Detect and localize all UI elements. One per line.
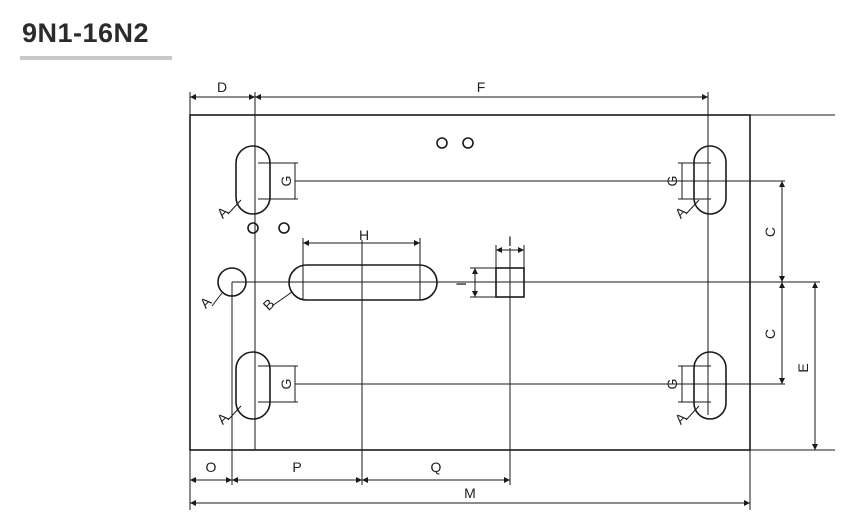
label-a-hole: A	[197, 293, 215, 311]
small-hole	[462, 137, 474, 149]
label-b: B	[260, 296, 278, 314]
label-g: G	[664, 379, 680, 390]
slot-top-right	[693, 145, 727, 215]
label-i: I	[508, 233, 512, 249]
label-g: G	[278, 379, 294, 390]
dimension-labels: D F H I O P Q M C C E G G G G I A A A A …	[197, 79, 811, 501]
label-i-small: I	[453, 282, 469, 286]
label-e: E	[795, 363, 811, 372]
slot-center-b	[288, 264, 438, 301]
label-p: P	[292, 459, 301, 475]
slot-bottom-left	[235, 351, 271, 420]
slot-top-left	[235, 145, 271, 215]
label-o: O	[206, 459, 217, 475]
label-g: G	[664, 176, 680, 187]
title-underline	[20, 56, 172, 60]
dimension-lines	[190, 94, 818, 506]
page-title: 9N1-16N2	[22, 18, 150, 48]
label-f: F	[477, 79, 486, 95]
label-m: M	[464, 485, 476, 501]
holes	[217, 137, 525, 298]
label-c-lower: C	[762, 329, 778, 339]
label-q: Q	[431, 459, 442, 475]
extension-lines	[189, 92, 835, 510]
hole-a	[217, 267, 247, 297]
slots	[235, 145, 727, 420]
square-hole	[495, 267, 525, 298]
label-h: H	[359, 227, 369, 243]
small-hole	[436, 137, 448, 149]
small-hole	[247, 222, 259, 234]
small-hole	[278, 222, 290, 234]
label-g: G	[278, 176, 294, 187]
slot-bottom-right	[693, 351, 727, 420]
leader-lines	[211, 199, 700, 421]
label-c-upper: C	[762, 227, 778, 237]
label-d: D	[217, 79, 227, 95]
